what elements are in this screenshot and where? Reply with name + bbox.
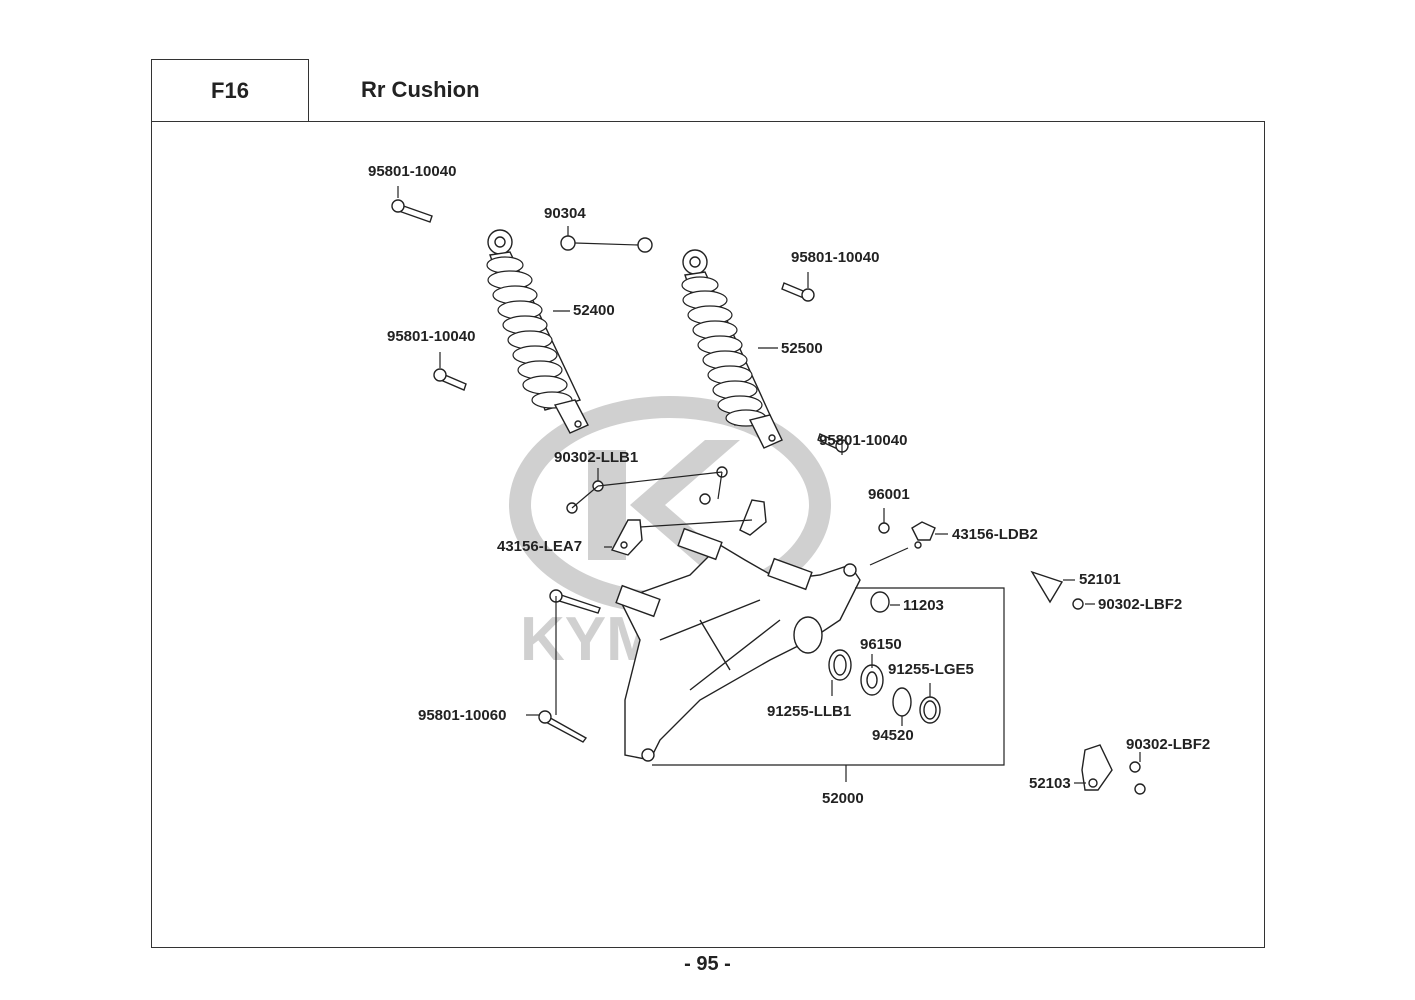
shock-absorber-right[interactable] <box>681 249 783 449</box>
part-label[interactable]: 94520 <box>872 727 914 744</box>
part-label[interactable]: 91255-LGE5 <box>888 661 974 678</box>
part-label[interactable]: 52101 <box>1079 571 1121 588</box>
part-label[interactable]: 52400 <box>573 302 615 319</box>
bolt-icon <box>391 199 433 223</box>
part-label[interactable]: 52500 <box>781 340 823 357</box>
part-label[interactable]: 95801-10040 <box>368 163 457 180</box>
section-title-text: Rr Cushion <box>361 77 480 102</box>
clamp-icon <box>610 499 936 556</box>
bolt-icon <box>549 589 601 614</box>
part-label[interactable]: 43156-LDB2 <box>952 526 1038 543</box>
part-label[interactable]: 11203 <box>903 597 944 614</box>
part-label[interactable]: 96150 <box>860 636 902 653</box>
part-label[interactable]: 95801-10040 <box>387 328 476 345</box>
part-label[interactable]: 96001 <box>868 486 910 503</box>
bolt-icon <box>433 368 467 391</box>
part-label[interactable]: 91255-LLB1 <box>767 703 852 720</box>
shock-absorber-left[interactable] <box>486 229 589 434</box>
leader-lines <box>397 186 1141 784</box>
part-label[interactable]: 95801-10060 <box>418 707 507 724</box>
part-label[interactable]: 43156-LEA7 <box>497 538 583 555</box>
bearing-set-icon <box>828 591 941 724</box>
part-label[interactable]: 90302-LLB1 <box>554 449 639 466</box>
part-label[interactable]: 52103 <box>1029 775 1071 792</box>
part-label[interactable]: 90302-LBF2 <box>1126 736 1211 753</box>
bolt-icon <box>538 710 588 743</box>
diagram-frame <box>151 121 1265 948</box>
section-code: F16 <box>151 59 309 121</box>
part-label[interactable]: 95801-10040 <box>791 249 880 266</box>
swing-arm[interactable] <box>615 527 861 762</box>
section-title: Rr Cushion <box>309 59 1265 121</box>
bracket-plate-icon <box>1030 570 1113 791</box>
nut-icon <box>560 235 653 253</box>
part-label[interactable]: 52000 <box>822 790 864 807</box>
section-code-text: F16 <box>211 77 249 103</box>
bolt-icon <box>781 282 815 302</box>
part-label[interactable]: 90304 <box>544 205 586 222</box>
part-label[interactable]: 90302-LBF2 <box>1098 596 1183 613</box>
part-label[interactable]: 95801-10040 <box>819 432 908 449</box>
page-number: - 95 - <box>684 953 731 975</box>
